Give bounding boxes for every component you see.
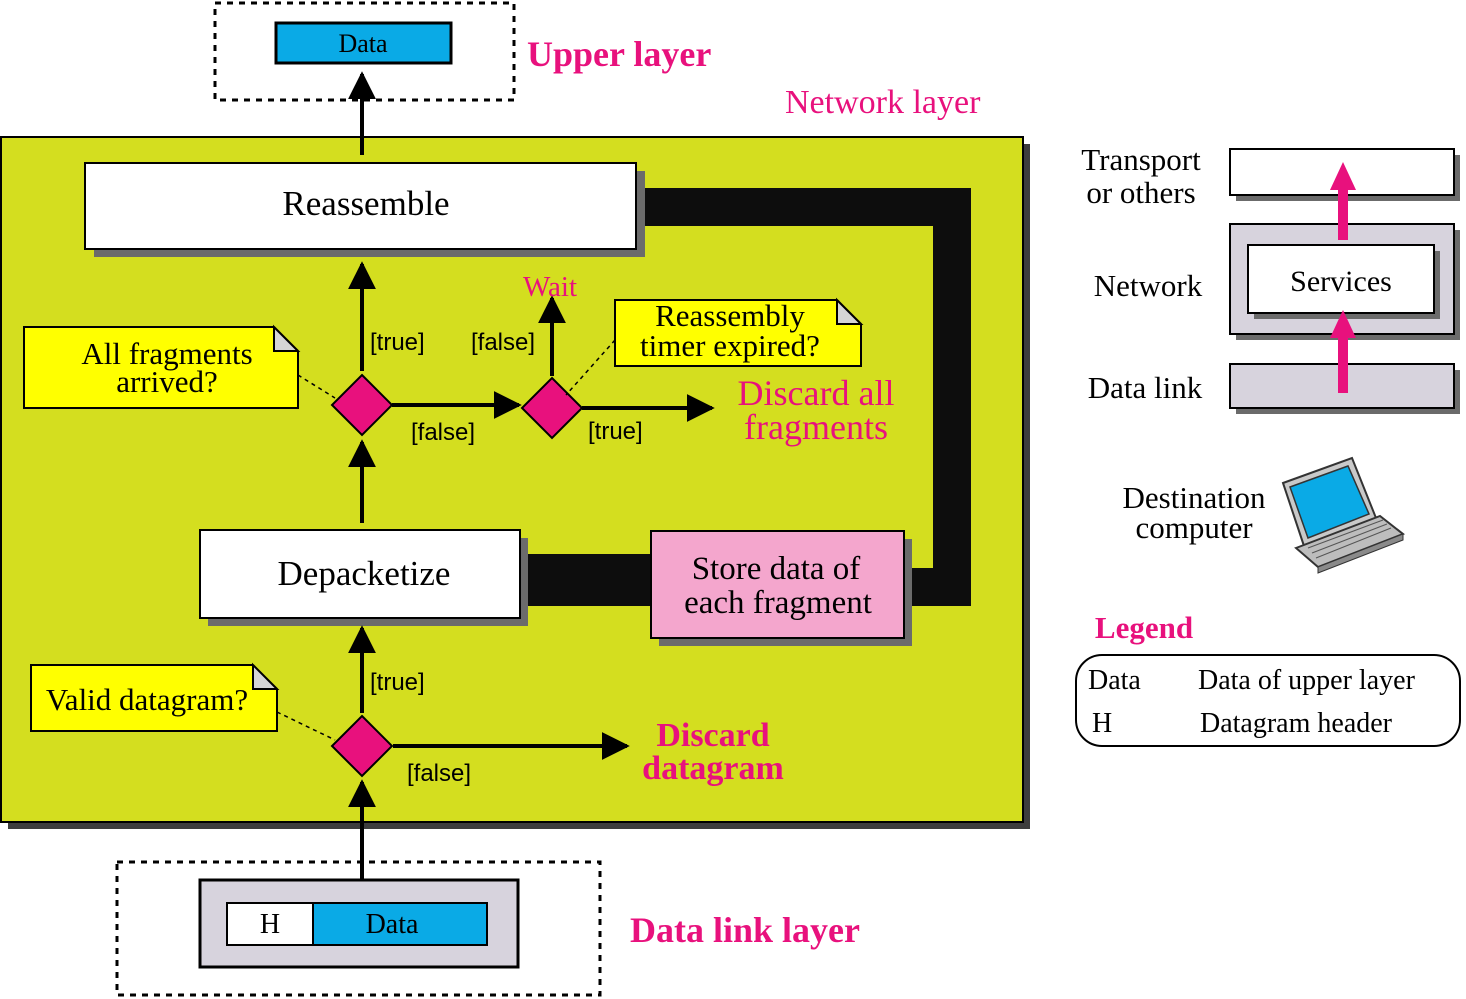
data-link-layer-title: Data link layer [630, 910, 860, 950]
upper-layer-box [213, 1, 516, 102]
services-label: Services [1290, 265, 1392, 298]
upper-layer-title: Upper layer [527, 34, 711, 74]
store-label-line2: each fragment [684, 585, 872, 621]
fragment-store-pipe [637, 188, 971, 606]
legend-row-data-symbol: Data [1088, 665, 1141, 696]
all-fragments-note-line2: arrived? [116, 364, 218, 399]
legend-row-header-meaning: Datagram header [1200, 708, 1393, 739]
frame-header-block [226, 902, 314, 946]
timer-note-line1: Reassembly [655, 298, 805, 333]
timer-note-line2: timer expired? [640, 328, 820, 363]
discard-datagram-line1: Discard [656, 717, 769, 754]
destination-line2: computer [1135, 510, 1253, 545]
frame-data-label: Data [366, 909, 419, 940]
depacketize-node [199, 529, 521, 619]
discard-datagram-line2: datagram [642, 750, 784, 787]
false-to-discard-datagram-label: [false] [407, 760, 471, 787]
upper-data-block [274, 21, 453, 65]
network-layer-title: Network layer [785, 84, 981, 121]
true-to-depacketize-label: [true] [370, 669, 425, 696]
discard-all-line2: fragments [744, 407, 888, 447]
timer-decision [520, 376, 584, 440]
discard-all-line1: Discard all [738, 373, 895, 413]
depacketize-label: Depacketize [278, 554, 451, 593]
laptop-icon [1281, 456, 1406, 574]
reassemble-node [84, 162, 637, 250]
valid-datagram-note [30, 664, 278, 732]
stack-up-arrow-head-lower [1330, 310, 1356, 338]
valid-datagram-note-fold [252, 662, 280, 690]
valid-note-connector [276, 711, 336, 741]
legend-row-data-meaning: Data of upper layer [1198, 665, 1416, 696]
frame-data-block [312, 902, 488, 946]
legend-title: Legend [1095, 610, 1193, 645]
all-fragments-note-fold [273, 324, 301, 352]
all-fragments-note [23, 326, 299, 409]
stack-transport-line2: or others [1086, 175, 1195, 210]
true-to-discard-all-label: [true] [588, 418, 643, 445]
frame-header-label: H [260, 909, 280, 940]
services-box [1247, 244, 1435, 314]
true-to-reassemble-label: [true] [370, 329, 425, 356]
all-fragments-decision [330, 373, 394, 437]
valid-datagram-note-text: Valid datagram? [46, 682, 248, 717]
timer-note-fold [836, 297, 864, 325]
legend-box [1075, 654, 1461, 747]
valid-datagram-decision [330, 714, 394, 778]
wait-label: Wait [523, 271, 577, 303]
destination-line1: Destination [1123, 480, 1266, 515]
legend-row-header-symbol: H [1092, 708, 1112, 739]
store-label-line1: Store data of [692, 551, 861, 587]
depacketize-store-pipe [521, 554, 655, 606]
stack-up-arrow-head-upper [1330, 162, 1356, 190]
stack-transport-line1: Transport [1081, 142, 1201, 177]
all-fragments-note-line1: All fragments [81, 336, 252, 371]
reassemble-label: Reassemble [282, 184, 449, 223]
upper-data-label: Data [338, 29, 388, 58]
stack-data-link-label: Data link [1088, 370, 1203, 405]
false-to-wait-label: [false] [471, 329, 535, 356]
data-link-layer-box [115, 860, 602, 997]
stack-network-label: Network [1094, 268, 1203, 303]
false-to-timer-label: [false] [411, 419, 475, 446]
timer-note [614, 299, 862, 367]
store-node [650, 530, 905, 639]
